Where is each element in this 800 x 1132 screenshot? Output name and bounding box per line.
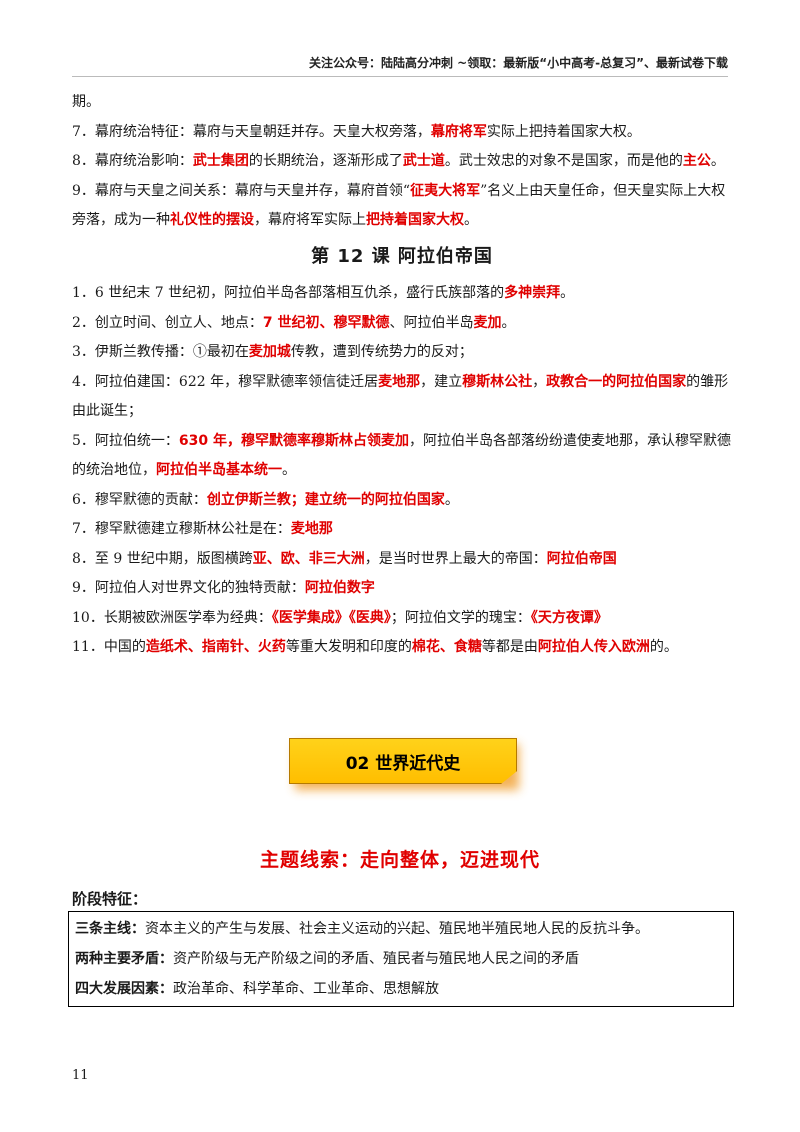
- highlight-text: 630 年，穆罕默德率穆斯林占领麦加: [178, 432, 410, 449]
- highlight-text: 创立伊斯兰教；建立统一的阿拉伯国家: [206, 491, 445, 508]
- header-divider: [72, 76, 728, 77]
- body-text: 期。: [72, 94, 100, 110]
- body-text: 8．幕府统治影响：: [72, 153, 193, 169]
- highlight-text: 亚、欧、非三大洲: [252, 550, 365, 567]
- lesson-title: 第 12 课 阿拉伯帝国: [311, 245, 493, 267]
- highlight-text: 幕府将军: [430, 123, 487, 140]
- highlight-text: 棉花、食糖: [411, 639, 482, 655]
- highlight-text: 礼仪性的摆设: [170, 212, 254, 228]
- highlight-text: 政教合一的阿拉伯国家: [546, 373, 687, 390]
- list-item: 9．幕府与天皇之间关系：幕府与天皇并存，幕府首领“征夷大将军”名义上由天皇任命，…: [72, 177, 732, 236]
- body-text: ，幕府将军实际上: [254, 212, 366, 228]
- section-banner: 02 世界近代史: [289, 738, 519, 790]
- feature-text: 资本主义的产生与发展、社会主义运动的兴起、殖民地半殖民地人民的反抗斗争。: [145, 921, 649, 937]
- highlight-text: 武士道: [402, 153, 445, 169]
- highlight-text: 阿拉伯数字: [304, 580, 375, 596]
- body-text: 等都是由: [481, 639, 538, 655]
- body-text: 。: [560, 285, 575, 301]
- list-item: 8．幕府统治影响：武士集团的长期统治，逐渐形成了武士道。武士效忠的对象不是国家，…: [72, 147, 732, 177]
- highlight-text: 武士集团: [192, 153, 249, 169]
- body-text: 、阿拉伯半岛: [389, 314, 474, 331]
- body-text: 11．中国的: [72, 639, 146, 655]
- body-text: 1．6 世纪末 7 世纪初，阿拉伯半岛各部落相互仇杀，盛行氏族部落的: [72, 285, 505, 301]
- highlight-text: 麦加城: [248, 344, 291, 360]
- feature-text: 政治革命、科学革命、工业革命、思想解放: [173, 981, 439, 997]
- body-text: 7．幕府统治特征：幕府与天皇朝廷并存。天皇大权旁落，: [72, 123, 431, 140]
- list-item: 7．穆罕默德建立穆斯林公社是在：麦地那: [72, 515, 732, 545]
- list-item: 6．穆罕默德的贡献：创立伊斯兰教；建立统一的阿拉伯国家。: [72, 486, 732, 516]
- highlight-text: 主公: [682, 153, 711, 169]
- highlight-text: 《医学集成》《医典》: [271, 609, 391, 626]
- body-text: ，是当时世界上最大的帝国：: [364, 550, 547, 567]
- section-banner-label: 02 世界近代史: [289, 738, 517, 784]
- body-text: 。: [464, 212, 478, 228]
- previous-lesson-items: 期。 7．幕府统治特征：幕府与天皇朝廷并存。天皇大权旁落，幕府将军实际上把持着国家…: [72, 88, 732, 236]
- theme-heading: 主题线索：走向整体，迈进现代: [259, 849, 540, 871]
- body-text: 5．阿拉伯统一：: [72, 432, 179, 449]
- feature-key: 四大发展因素：: [75, 981, 173, 997]
- highlight-text: 征夷大将军: [410, 182, 481, 199]
- highlight-text: 阿拉伯帝国: [546, 550, 617, 567]
- body-text: 9．阿拉伯人对世界文化的独特贡献：: [72, 580, 305, 596]
- list-item: 9．阿拉伯人对世界文化的独特贡献：阿拉伯数字: [72, 574, 732, 604]
- list-item: 10．长期被欧洲医学奉为经典：《医学集成》《医典》；阿拉伯文学的瑰宝：《天方夜谭…: [72, 604, 732, 634]
- list-item: 8．至 9 世纪中期，版图横跨亚、欧、非三大洲，是当时世界上最大的帝国：阿拉伯帝…: [72, 545, 732, 575]
- stage-label: 阶段特征：: [72, 890, 148, 908]
- body-text: 。武士效忠的对象不是国家，而是他的: [444, 153, 683, 169]
- body-text: ，建立: [420, 373, 463, 390]
- highlight-text: 7 世纪初、穆罕默德: [262, 314, 390, 331]
- highlight-text: 阿拉伯半岛基本统一: [156, 462, 282, 478]
- list-item: 1．6 世纪末 7 世纪初，阿拉伯半岛各部落相互仇杀，盛行氏族部落的多神崇拜。: [72, 279, 732, 309]
- body-text: 的雏形由此诞生；: [72, 373, 729, 420]
- list-item: 7．幕府统治特征：幕府与天皇朝廷并存。天皇大权旁落，幕府将军实际上把持着国家大权…: [72, 118, 732, 148]
- page-number: 11: [72, 1068, 89, 1083]
- feature-row: 四大发展因素：政治革命、科学革命、工业革命、思想解放: [75, 974, 727, 1004]
- body-text: 等重大发明和印度的: [285, 639, 412, 655]
- body-text: ”名义上由天皇任命，但天皇实际上大权旁落，成为一种: [72, 182, 726, 229]
- features-box: 三条主线：资本主义的产生与发展、社会主义运动的兴起、殖民地半殖民地人民的反抗斗争…: [68, 911, 734, 1007]
- highlight-text: 穆斯林公社: [462, 373, 533, 390]
- highlight-text: 阿拉伯人传入欧洲: [537, 639, 650, 655]
- body-text: ，阿拉伯半岛各部落纷纷遣使麦地那，承认穆罕默德的统治地位，: [72, 432, 732, 479]
- list-item: 4．阿拉伯建国：622 年，穆罕默德率领信徒迁居麦地那，建立穆斯林公社，政教合一…: [72, 368, 732, 427]
- highlight-text: 把持着国家大权: [366, 212, 464, 228]
- body-text: 10．长期被欧洲医学奉为经典：: [72, 609, 272, 626]
- body-text: 9．幕府与天皇之间关系：幕府与天皇并存，幕府首领“: [72, 182, 411, 199]
- body-text: ，: [532, 373, 547, 390]
- page-header: 关注公众号：陆陆高分冲刺 ~领取：最新版“小中高考-总复习”、最新试卷下载: [309, 56, 728, 70]
- highlight-text: 造纸术、指南针、火药: [145, 639, 286, 655]
- document-body: 期。 7．幕府统治特征：幕府与天皇朝廷并存。天皇大权旁落，幕府将军实际上把持着国家…: [72, 88, 732, 663]
- feature-row: 三条主线：资本主义的产生与发展、社会主义运动的兴起、殖民地半殖民地人民的反抗斗争…: [75, 914, 727, 944]
- body-text: 3．伊斯兰教传播：①最初在: [72, 344, 249, 360]
- feature-row: 两种主要矛盾：资产阶级与无产阶级之间的矛盾、殖民者与殖民地人民之间的矛盾: [75, 944, 727, 974]
- list-item: 5．阿拉伯统一：630 年，穆罕默德率穆斯林占领麦加，阿拉伯半岛各部落纷纷遣使麦…: [72, 427, 732, 486]
- lesson-items: 1．6 世纪末 7 世纪初，阿拉伯半岛各部落相互仇杀，盛行氏族部落的多神崇拜。2…: [72, 279, 732, 663]
- body-text: 2．创立时间、创立人、地点：: [72, 314, 263, 331]
- feature-text: 资产阶级与无产阶级之间的矛盾、殖民者与殖民地人民之间的矛盾: [173, 951, 579, 967]
- list-item: 2．创立时间、创立人、地点：7 世纪初、穆罕默德、阿拉伯半岛麦加。: [72, 309, 732, 339]
- highlight-text: 麦加: [473, 314, 502, 331]
- body-text: 。: [710, 153, 725, 169]
- highlight-text: 《天方夜谭》: [530, 609, 608, 626]
- body-text: 的。: [649, 639, 678, 655]
- body-text: 6．穆罕默德的贡献：: [72, 491, 207, 508]
- body-text: 7．穆罕默德建立穆斯林公社是在：: [72, 521, 291, 537]
- body-text: 实际上把持着国家大权。: [486, 123, 641, 140]
- feature-key: 三条主线：: [75, 921, 145, 937]
- highlight-text: 麦地那: [378, 373, 421, 390]
- body-text: 。: [444, 491, 459, 508]
- body-text: 。: [282, 462, 296, 478]
- highlight-text: 多神崇拜: [504, 285, 561, 301]
- list-item: 期。: [72, 88, 732, 118]
- highlight-text: 麦地那: [290, 521, 333, 537]
- list-item: 3．伊斯兰教传播：①最初在麦加城传教，遭到传统势力的反对；: [72, 338, 732, 368]
- body-text: 的长期统治，逐渐形成了: [248, 153, 403, 169]
- body-text: ；阿拉伯文学的瑰宝：: [390, 609, 531, 626]
- body-text: 4．阿拉伯建国：622 年，穆罕默德率领信徒迁居: [72, 373, 379, 390]
- list-item: 11．中国的造纸术、指南针、火药等重大发明和印度的棉花、食糖等都是由阿拉伯人传入…: [72, 633, 732, 663]
- body-text: 。: [501, 314, 516, 331]
- body-text: 传教，遭到传统势力的反对；: [290, 344, 473, 360]
- body-text: 8．至 9 世纪中期，版图横跨: [72, 550, 253, 567]
- feature-key: 两种主要矛盾：: [75, 951, 173, 967]
